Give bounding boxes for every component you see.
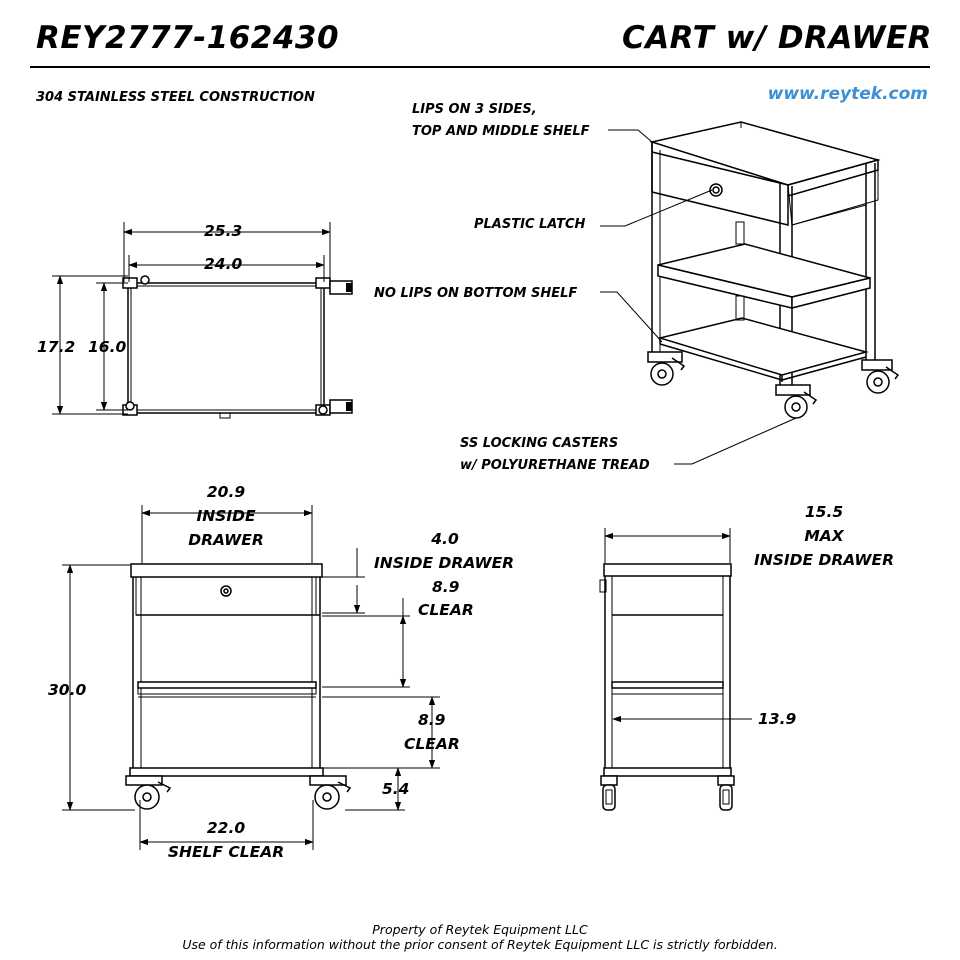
top-view-shelf	[127, 282, 325, 414]
dim-shelf-clear-value: 22.0	[206, 819, 246, 837]
front-caster-left	[125, 775, 172, 810]
dim-clear-lower-label: CLEAR	[404, 735, 460, 753]
website-link[interactable]: www.reytek.com	[767, 84, 928, 104]
dim-drawer-width-line2: INSIDE	[196, 507, 256, 525]
dim-drawer-depth-line3: INSIDE DRAWER	[753, 551, 895, 569]
isometric-view	[600, 121, 900, 465]
footer-line2: Use of this information without the prio…	[182, 937, 778, 952]
dim-overall-height: 30.0	[48, 681, 87, 699]
dim-drawer-height-label: INSIDE DRAWER	[374, 554, 515, 572]
side-caster-right	[717, 775, 735, 811]
top-view-caster-tr	[315, 277, 331, 289]
product-name: CART w/ DRAWER	[621, 20, 932, 56]
dim-drawer-width-line3: DRAWER	[188, 531, 264, 549]
dim-clear-lower-value: 8.9	[418, 711, 446, 729]
dim-shelf-clear-label: SHELF CLEAR	[167, 843, 285, 861]
leader-no-lips	[600, 291, 663, 343]
part-number: REY2777-162430	[36, 20, 340, 56]
dim-drawer-depth: 15.5 MAX INSIDE DRAWER	[744, 500, 904, 572]
leader-casters	[674, 417, 797, 465]
dim-overall-depth: 17.2	[37, 338, 76, 356]
callout-no-lips: NO LIPS ON BOTTOM SHELF	[374, 286, 578, 301]
side-bottom-shelf	[603, 767, 732, 777]
leader-latch	[600, 189, 713, 227]
dim-drawer-depth-line2: MAX	[804, 527, 844, 545]
material-note: 304 STAINLESS STEEL CONSTRUCTION	[36, 90, 315, 105]
front-view	[62, 505, 440, 850]
callout-lips-line2: TOP AND MIDDLE SHELF	[412, 124, 590, 139]
front-middle-shelf	[137, 681, 317, 689]
callout-casters-line1: SS LOCKING CASTERS	[460, 436, 619, 451]
leader-lips	[608, 129, 653, 143]
iso-bottom-shelf	[657, 317, 869, 376]
side-caster-left	[600, 775, 618, 811]
iso-caster-front-right	[775, 384, 818, 419]
dim-drawer-height-value: 4.0	[431, 530, 459, 548]
dim-overall-width: 25.3	[204, 222, 243, 240]
dim-bottom-clearance: 5.4	[382, 780, 410, 798]
dim-drawer-width: 20.9 INSIDE DRAWER	[166, 480, 286, 552]
front-caster-right	[309, 775, 352, 810]
callout-plastic-latch: PLASTIC LATCH	[474, 217, 586, 232]
side-top-shelf	[603, 563, 732, 577]
iso-caster-back-right	[861, 359, 900, 394]
dim-shelf-depth: 13.9	[758, 710, 797, 728]
side-middle-shelf	[611, 681, 724, 689]
front-bottom-shelf	[129, 767, 324, 777]
iso-caster-front-left	[647, 351, 686, 386]
dim-drawer-width-value: 20.9	[206, 483, 246, 501]
dim-clear-upper-value: 8.9	[432, 578, 460, 596]
front-top-shelf	[130, 563, 323, 578]
dim-top-width: 24.0	[204, 255, 243, 273]
side-view	[599, 528, 752, 811]
dim-drawer-depth-value: 15.5	[804, 503, 844, 521]
dim-top-depth: 16.0	[88, 338, 127, 356]
top-view	[52, 222, 353, 419]
footer: Property of Reytek Equipment LLC Use of …	[0, 922, 960, 952]
callout-lips-line1: LIPS ON 3 SIDES,	[412, 102, 537, 117]
dim-clear-upper-label: CLEAR	[418, 601, 474, 619]
footer-line1: Property of Reytek Equipment LLC	[372, 922, 588, 937]
callout-casters-line2: w/ POLYURETHANE TREAD	[460, 458, 650, 473]
